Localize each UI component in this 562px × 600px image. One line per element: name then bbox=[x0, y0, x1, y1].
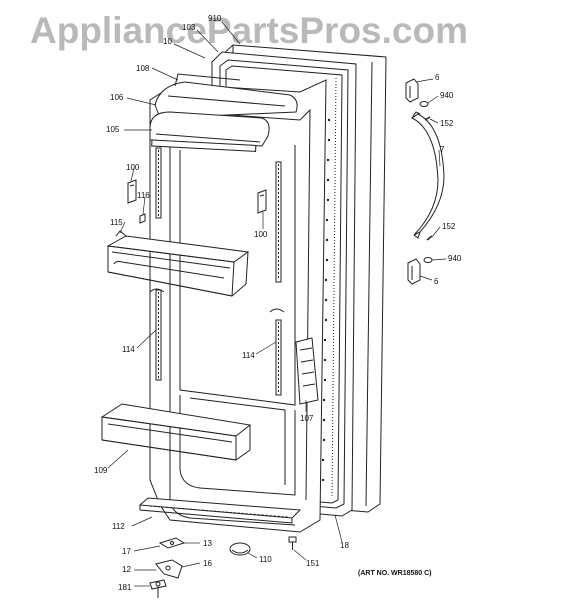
door-lower-cover bbox=[295, 337, 319, 405]
callout-114-left: 114 bbox=[122, 345, 135, 354]
dairy-compartment bbox=[154, 73, 298, 119]
callout-18: 18 bbox=[340, 541, 349, 550]
callout-114-right: 114 bbox=[242, 351, 255, 360]
leader-lines bbox=[107, 21, 447, 587]
callout-940-top: 940 bbox=[440, 91, 454, 100]
handle-hardware bbox=[405, 78, 433, 285]
callout-109: 109 bbox=[94, 466, 108, 475]
callout-6-top: 6 bbox=[435, 73, 440, 82]
bottom-trim bbox=[138, 497, 302, 524]
shelf-rails bbox=[149, 147, 285, 396]
door-handle bbox=[411, 111, 445, 239]
callout-105: 105 bbox=[106, 125, 120, 134]
callout-152-bottom: 152 bbox=[442, 222, 456, 231]
callout-108: 108 bbox=[136, 64, 150, 73]
callout-100-right: 100 bbox=[254, 230, 268, 239]
hinge-cap bbox=[229, 536, 297, 556]
callout-116: 116 bbox=[137, 191, 150, 200]
callout-7: 7 bbox=[440, 145, 445, 154]
callout-12: 12 bbox=[122, 565, 131, 574]
callout-151: 151 bbox=[306, 559, 320, 568]
callout-10: 10 bbox=[163, 37, 172, 46]
watermark: AppliancePartsPros.com bbox=[30, 10, 468, 51]
callout-100: 100 bbox=[126, 163, 140, 172]
lower-door-bin bbox=[100, 403, 252, 461]
shelf-brackets bbox=[127, 179, 267, 224]
callout-181: 181 bbox=[118, 583, 132, 592]
callout-103: 103 bbox=[182, 23, 196, 32]
callout-16: 16 bbox=[203, 559, 212, 568]
callout-6-bottom: 6 bbox=[434, 277, 439, 286]
upper-door-bin bbox=[106, 230, 250, 297]
dairy-door bbox=[149, 111, 270, 152]
callout-107: 107 bbox=[300, 414, 314, 423]
callout-115: 115 bbox=[110, 218, 123, 227]
callout-17: 17 bbox=[122, 547, 131, 556]
liner-rivets bbox=[321, 118, 331, 482]
hinge-parts bbox=[149, 537, 186, 598]
callout-910: 910 bbox=[208, 14, 222, 23]
callout-106: 106 bbox=[110, 93, 124, 102]
art-number: (ART NO. WR18580 C) bbox=[358, 570, 432, 577]
callout-112: 112 bbox=[112, 522, 125, 531]
callout-152-top: 152 bbox=[440, 119, 454, 128]
callout-110: 110 bbox=[259, 555, 272, 564]
callout-940-bottom: 940 bbox=[448, 254, 462, 263]
callout-13: 13 bbox=[203, 539, 212, 548]
callout-labels: 910 103 10 108 106 105 100 116 115 100 1… bbox=[94, 14, 462, 592]
